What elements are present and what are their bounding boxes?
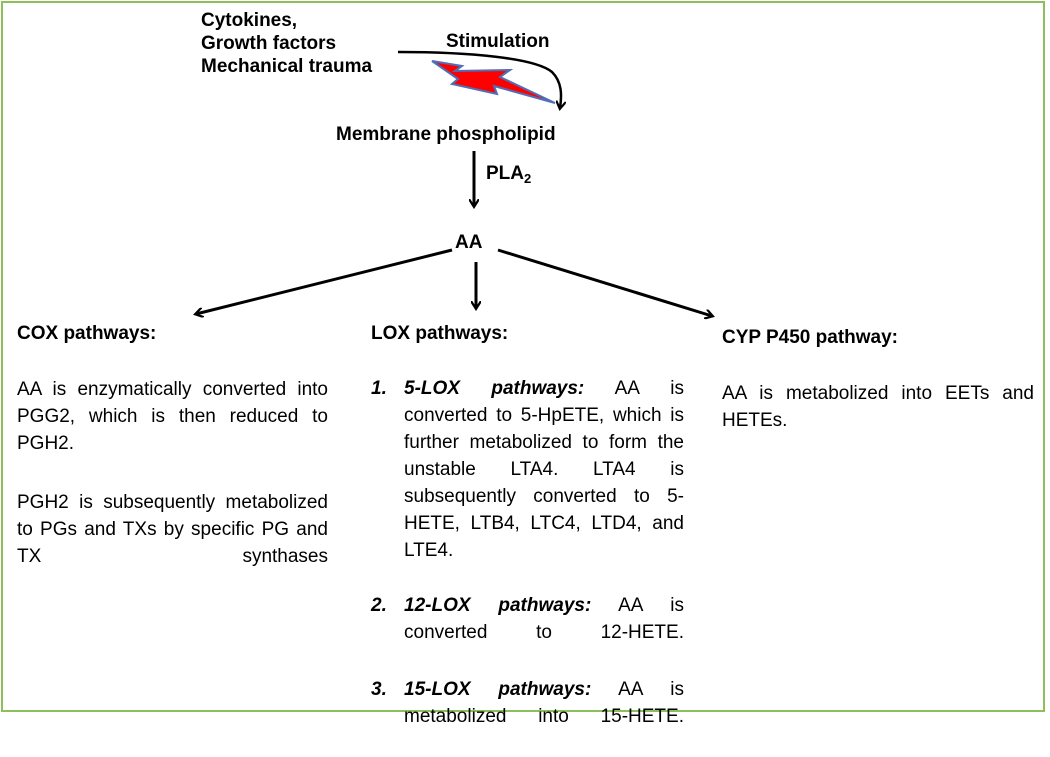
- pla2-label: PLA2: [486, 163, 531, 186]
- membrane-phospholipid-label: Membrane phospholipid: [336, 124, 556, 145]
- list-item: 1. 5-LOX pathways: AA is converted to 5-…: [371, 375, 684, 591]
- stimulation-label: Stimulation: [446, 31, 550, 52]
- list-item-title: 5-LOX pathways:: [404, 378, 585, 399]
- cyp-paragraph: AA is metabolized into EETs and HETEs.: [722, 383, 1034, 431]
- list-item-text: AA is converted to 12-HETE.: [404, 595, 684, 643]
- enzyme-subscript: 2: [524, 171, 532, 186]
- list-item-number: 3.: [371, 679, 387, 700]
- diagram-border: [1, 1, 1045, 712]
- cyp-heading: CYP P450 pathway:: [722, 327, 899, 348]
- cox-heading: COX pathways:: [17, 323, 157, 344]
- lox-heading: LOX pathways:: [371, 323, 509, 344]
- list-item: 2. 12-LOX pathways: AA is converted to 1…: [371, 592, 684, 673]
- lox-pathway-list: 1. 5-LOX pathways: AA is converted to 5-…: [371, 375, 684, 757]
- list-item-body: 12-LOX pathways: AA is converted to 12-H…: [404, 592, 684, 673]
- trigger-mechanical-trauma: Mechanical trauma: [201, 56, 373, 77]
- trigger-list: Cytokines, Growth factors Mechanical tra…: [201, 10, 372, 79]
- diagram-arrows: [0, 50, 1050, 717]
- trigger-growth-factors: Growth factors: [201, 33, 337, 54]
- cox-arrow: [196, 248, 453, 314]
- cox-paragraph-2: PGH2 is subsequently metabolized to PGs …: [17, 492, 328, 567]
- cyp-arrow: [497, 248, 712, 316]
- enzyme-name: PLA: [486, 163, 524, 184]
- stimulation-arrow: [397, 50, 561, 108]
- list-item-number: 1.: [371, 378, 387, 399]
- aa-label: AA: [455, 232, 483, 253]
- list-item-title: 12-LOX pathways:: [404, 595, 592, 616]
- list-item-body: 5-LOX pathways: AA is converted to 5-HpE…: [404, 375, 684, 591]
- lightning-bolt-icon: [431, 60, 556, 104]
- list-item-title: 15-LOX pathways:: [404, 679, 592, 700]
- list-item-text: AA is converted to 5-HpETE, which is fur…: [404, 378, 684, 561]
- list-item-number: 2.: [371, 595, 387, 616]
- cox-paragraph-1: AA is enzymatically converted into PGG2,…: [17, 379, 328, 454]
- trigger-cytokines: Cytokines,: [201, 10, 298, 31]
